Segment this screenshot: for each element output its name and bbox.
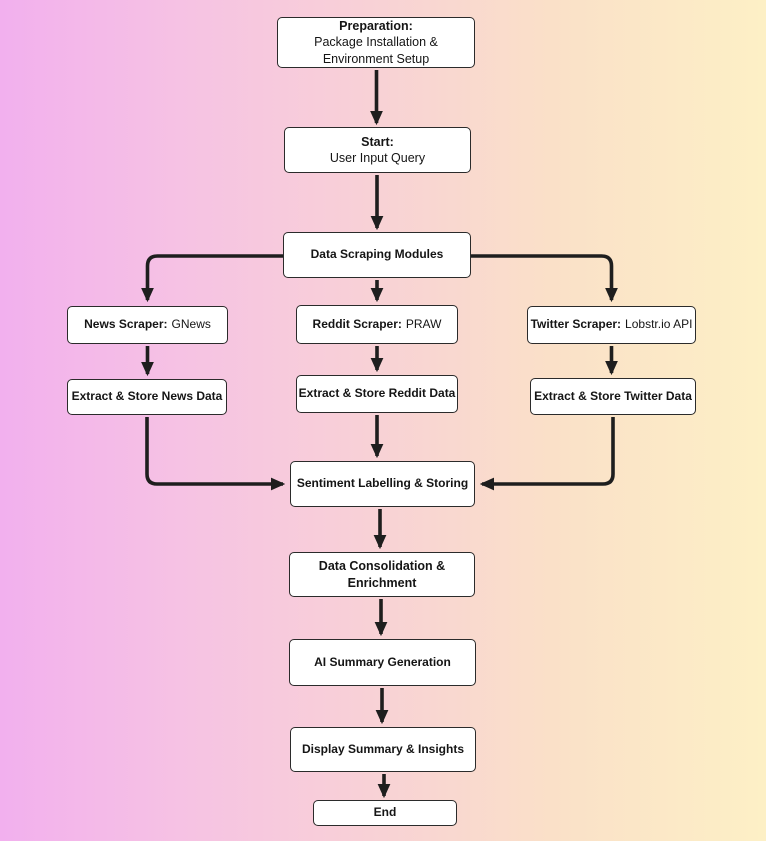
node-preparation-title: Preparation: <box>339 19 413 34</box>
node-twitter-scraper-value: Lobstr.io API <box>625 317 693 332</box>
node-extract-twitter: Extract & Store Twitter Data <box>530 378 696 415</box>
node-sentiment-labelling: Sentiment Labelling & Storing <box>290 461 475 507</box>
node-news-scraper: News Scraper: GNews <box>67 306 228 344</box>
node-ai-summary-label: AI Summary Generation <box>314 654 451 669</box>
node-data-consolidation-label: Data Consolidation & Enrichment <box>318 559 446 590</box>
node-data-consolidation: Data Consolidation & Enrichment <box>289 552 475 597</box>
node-ai-summary: AI Summary Generation <box>289 639 476 686</box>
node-news-scraper-label: News Scraper: <box>84 317 168 332</box>
node-twitter-scraper-label: Twitter Scraper: <box>530 317 622 332</box>
node-reddit-scraper-label: Reddit Scraper: <box>312 316 402 331</box>
node-extract-reddit: Extract & Store Reddit Data <box>296 375 458 413</box>
node-display-summary-label: Display Summary & Insights <box>301 741 465 756</box>
node-preparation: Preparation: Package Installation & Envi… <box>277 17 475 68</box>
node-reddit-scraper: Reddit Scraper: PRAW <box>296 305 458 344</box>
node-extract-news-label: Extract & Store News Data <box>71 389 223 404</box>
node-sentiment-labelling-label: Sentiment Labelling & Storing <box>296 476 469 491</box>
node-twitter-scraper: Twitter Scraper: Lobstr.io API <box>527 306 696 344</box>
node-news-scraper-value: GNews <box>171 317 211 332</box>
node-data-scraping-modules-label: Data Scraping Modules <box>310 247 444 262</box>
node-extract-twitter-label: Extract & Store Twitter Data <box>534 388 692 403</box>
node-start: Start: User Input Query <box>284 127 471 173</box>
connector-scraping-twitter <box>471 254 618 303</box>
node-start-text: User Input Query <box>329 151 426 165</box>
node-start-title: Start: <box>361 134 394 149</box>
node-preparation-text: Package Installation & Environment Setup <box>314 35 438 66</box>
node-end: End <box>313 800 457 826</box>
node-display-summary: Display Summary & Insights <box>290 727 476 772</box>
connector-scraping-news <box>141 254 283 303</box>
node-end-label: End <box>373 805 397 820</box>
node-reddit-scraper-value: PRAW <box>405 316 442 331</box>
connector-newsextract-sentiment <box>145 417 286 491</box>
connector-twitterextract-sentiment <box>479 417 615 491</box>
node-data-scraping-modules: Data Scraping Modules <box>283 232 471 278</box>
node-extract-reddit-label: Extract & Store Reddit Data <box>298 386 456 401</box>
node-extract-news: Extract & Store News Data <box>67 379 227 415</box>
